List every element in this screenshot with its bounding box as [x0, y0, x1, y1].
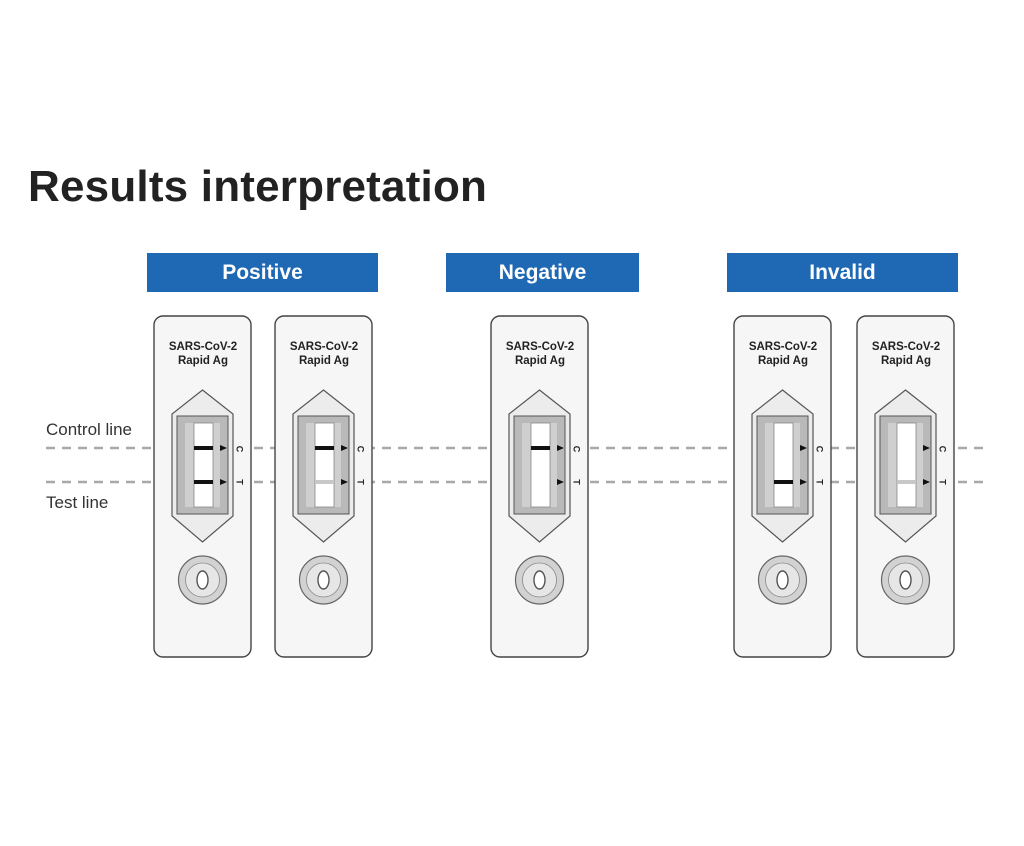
- test-result-line: [897, 480, 916, 484]
- cassette-name-line2: Rapid Ag: [880, 355, 932, 367]
- control-arrow-icon: [800, 445, 807, 451]
- test-arrow-icon: [557, 479, 564, 485]
- cassette-name-line1: SARS-CoV-2: [505, 341, 575, 353]
- test-strip: [773, 422, 794, 508]
- cassette-name-line1: SARS-CoV-2: [289, 341, 359, 353]
- control-arrow-icon: [341, 445, 348, 451]
- test-arrow-icon: [341, 479, 348, 485]
- control-result-line: [194, 446, 213, 450]
- test-marker: T: [235, 479, 245, 485]
- control-marker: C: [938, 446, 948, 453]
- test-arrow-icon: [923, 479, 930, 485]
- test-line-label: Test line: [46, 493, 109, 512]
- invalid-header: Invalid: [727, 253, 958, 292]
- page-title: Results interpretation: [28, 162, 488, 211]
- sample-port: [317, 570, 330, 590]
- test-arrow-icon: [220, 479, 227, 485]
- negative-header: Negative: [446, 253, 639, 292]
- test-strip: [193, 422, 214, 508]
- test-strip: [530, 422, 551, 508]
- cassette-name-line1: SARS-CoV-2: [168, 341, 238, 353]
- test-strip: [314, 422, 335, 508]
- sample-port: [196, 570, 209, 590]
- cassette-positive: CT: [274, 315, 373, 658]
- control-line-label: Control line: [46, 420, 132, 439]
- sample-port: [899, 570, 912, 590]
- control-result-line: [531, 446, 550, 450]
- cassette-negative: CT: [490, 315, 589, 658]
- control-arrow-icon: [923, 445, 930, 451]
- cassette-name-line2: Rapid Ag: [514, 355, 566, 367]
- cassette-name-line1: SARS-CoV-2: [871, 341, 941, 353]
- test-result-line: [774, 480, 793, 484]
- control-marker: C: [815, 446, 825, 453]
- positive-header: Positive: [147, 253, 378, 292]
- control-arrow-icon: [557, 445, 564, 451]
- sample-port: [533, 570, 546, 590]
- test-marker: T: [572, 479, 582, 485]
- control-marker: C: [356, 446, 366, 453]
- cassette-positive: CT: [153, 315, 252, 658]
- test-arrow-icon: [800, 479, 807, 485]
- cassette-invalid: CT: [856, 315, 955, 658]
- control-marker: C: [572, 446, 582, 453]
- control-result-line: [315, 446, 334, 450]
- control-arrow-icon: [220, 445, 227, 451]
- test-marker: T: [815, 479, 825, 485]
- test-result-line: [194, 480, 213, 484]
- cassette-name-line2: Rapid Ag: [177, 355, 229, 367]
- test-strip: [896, 422, 917, 508]
- test-result-line: [315, 480, 334, 484]
- cassette-name-line2: Rapid Ag: [757, 355, 809, 367]
- control-marker: C: [235, 446, 245, 453]
- cassette-invalid: CT: [733, 315, 832, 658]
- cassette-name-line1: SARS-CoV-2: [748, 341, 818, 353]
- test-marker: T: [938, 479, 948, 485]
- sample-port: [776, 570, 789, 590]
- cassette-name-line2: Rapid Ag: [298, 355, 350, 367]
- test-marker: T: [356, 479, 366, 485]
